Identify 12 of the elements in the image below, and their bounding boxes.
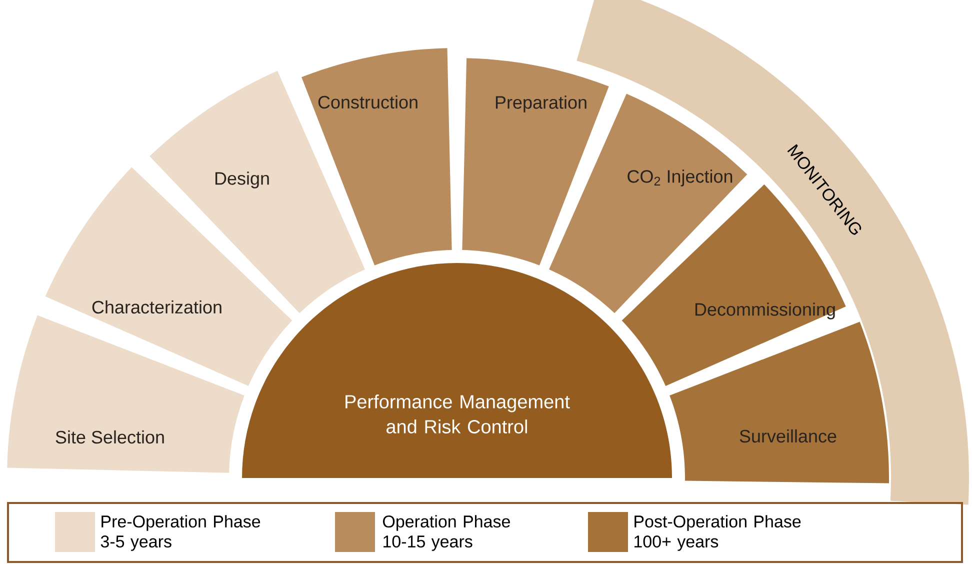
phase-segment: Preparation bbox=[462, 58, 609, 266]
node-label: Design bbox=[215, 172, 269, 188]
node-label: CO$_{2}$ Injection bbox=[628, 170, 732, 186]
legend-text: Post-Operation Phase 100+ years bbox=[634, 515, 801, 551]
legend-text: Pre-Operation Phase 3-5 years bbox=[100, 515, 260, 551]
legend-text: Operation Phase 10-15 years bbox=[383, 515, 510, 551]
phase-segment: Surveillance bbox=[670, 322, 889, 484]
node-label: Surveillance bbox=[740, 429, 836, 443]
center-semicircle: Performance Management and Risk Control bbox=[242, 263, 672, 478]
node-label: Site Selection bbox=[56, 430, 164, 444]
phase-segment: Site Selection bbox=[7, 315, 244, 473]
phase-segment: Construction bbox=[302, 48, 452, 266]
